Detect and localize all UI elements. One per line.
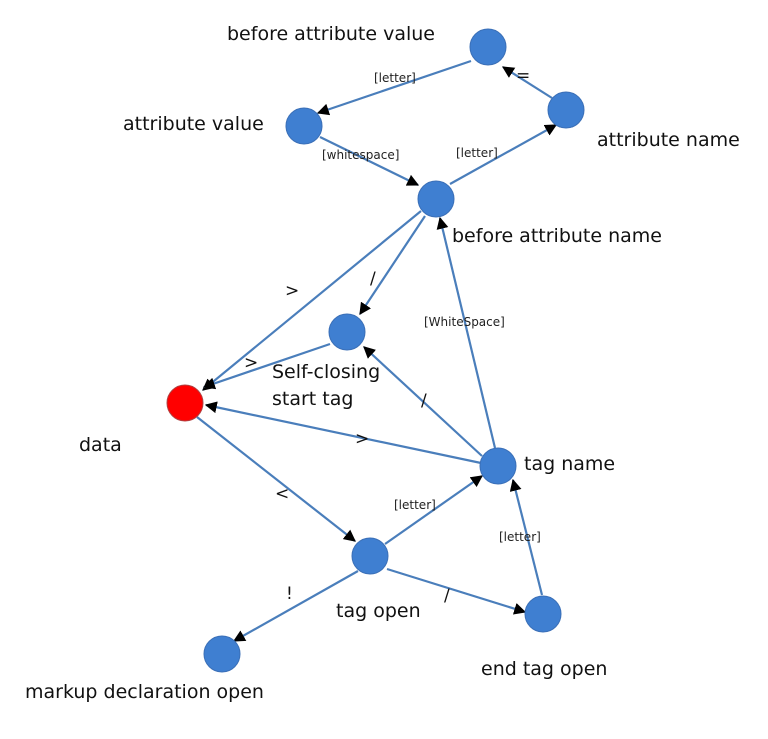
label-before-attribute-name: before attribute name bbox=[452, 225, 662, 247]
edges bbox=[196, 59, 558, 642]
edge-before-attribute-value-to-attribute-value bbox=[316, 59, 472, 116]
state-labels: before attribute value attribute value a… bbox=[25, 23, 740, 703]
label-before-attribute-value: before attribute value bbox=[227, 23, 435, 45]
edge-tag-name-to-data bbox=[204, 401, 482, 465]
label-self-closing-line2: start tag bbox=[272, 388, 353, 410]
edge-tag-open-to-markup-declaration-open bbox=[232, 570, 359, 642]
edge-before-attribute-name-to-attribute-name bbox=[449, 124, 558, 185]
node-before-attribute-value bbox=[469, 28, 507, 66]
node-tag-open bbox=[351, 537, 389, 575]
label-attribute-value: attribute value bbox=[123, 113, 264, 135]
edge-attribute-value-to-before-attribute-name bbox=[319, 136, 420, 186]
transition-tn-to-data: > bbox=[355, 429, 369, 449]
transition-an-to-bav: = bbox=[516, 66, 530, 86]
edge-tag-name-to-before-attribute-name bbox=[436, 216, 497, 449]
edge-tag-name-to-self-closing bbox=[363, 346, 483, 457]
transition-ban-to-data: > bbox=[285, 281, 299, 301]
transition-ban-to-sc: / bbox=[370, 269, 376, 289]
transition-labels: [letter] = [whitespace] [letter] > / > [… bbox=[244, 66, 541, 606]
transition-tn-to-sc: / bbox=[421, 391, 427, 411]
transition-sc-to-data: > bbox=[244, 353, 258, 373]
transition-to-to-tn: [letter] bbox=[394, 498, 436, 512]
node-markup-declaration-open bbox=[203, 635, 241, 673]
transition-eto-to-tn: [letter] bbox=[499, 530, 541, 544]
edge-end-tag-open-to-tag-name bbox=[509, 478, 544, 596]
node-end-tag-open bbox=[524, 595, 562, 633]
node-self-closing-start-tag bbox=[328, 313, 366, 351]
label-attribute-name: attribute name bbox=[597, 129, 740, 151]
node-data bbox=[166, 384, 204, 422]
edge-tag-open-to-end-tag-open bbox=[386, 567, 527, 615]
transition-to-to-eto: / bbox=[444, 586, 450, 606]
edge-data-to-tag-open bbox=[196, 416, 356, 542]
nodes bbox=[166, 28, 585, 673]
transition-ban-to-an: [letter] bbox=[456, 146, 498, 160]
label-tag-name: tag name bbox=[524, 453, 615, 475]
transition-to-to-mdo: ! bbox=[286, 584, 293, 604]
edge-before-attribute-name-to-self-closing bbox=[359, 215, 426, 316]
transition-data-to-to: < bbox=[275, 484, 289, 504]
label-self-closing-line1: Self-closing bbox=[272, 361, 380, 383]
node-attribute-name bbox=[547, 91, 585, 129]
label-tag-open: tag open bbox=[336, 600, 421, 622]
edge-tag-open-to-tag-name bbox=[384, 475, 483, 545]
label-markup-declaration-open: markup declaration open bbox=[25, 681, 264, 703]
label-end-tag-open: end tag open bbox=[481, 658, 607, 680]
node-attribute-value bbox=[285, 107, 323, 145]
transition-bav-to-av: [letter] bbox=[374, 71, 416, 85]
node-before-attribute-name bbox=[417, 180, 455, 218]
edge-self-closing-to-data bbox=[202, 342, 331, 390]
node-tag-name bbox=[479, 447, 517, 485]
edge-attribute-name-to-before-attribute-value bbox=[501, 66, 553, 99]
transition-av-to-ban: [whitespace] bbox=[322, 148, 399, 162]
edge-before-attribute-name-to-data bbox=[202, 210, 422, 391]
label-data: data bbox=[79, 434, 122, 456]
transition-tn-to-ban: [WhiteSpace] bbox=[424, 315, 505, 329]
